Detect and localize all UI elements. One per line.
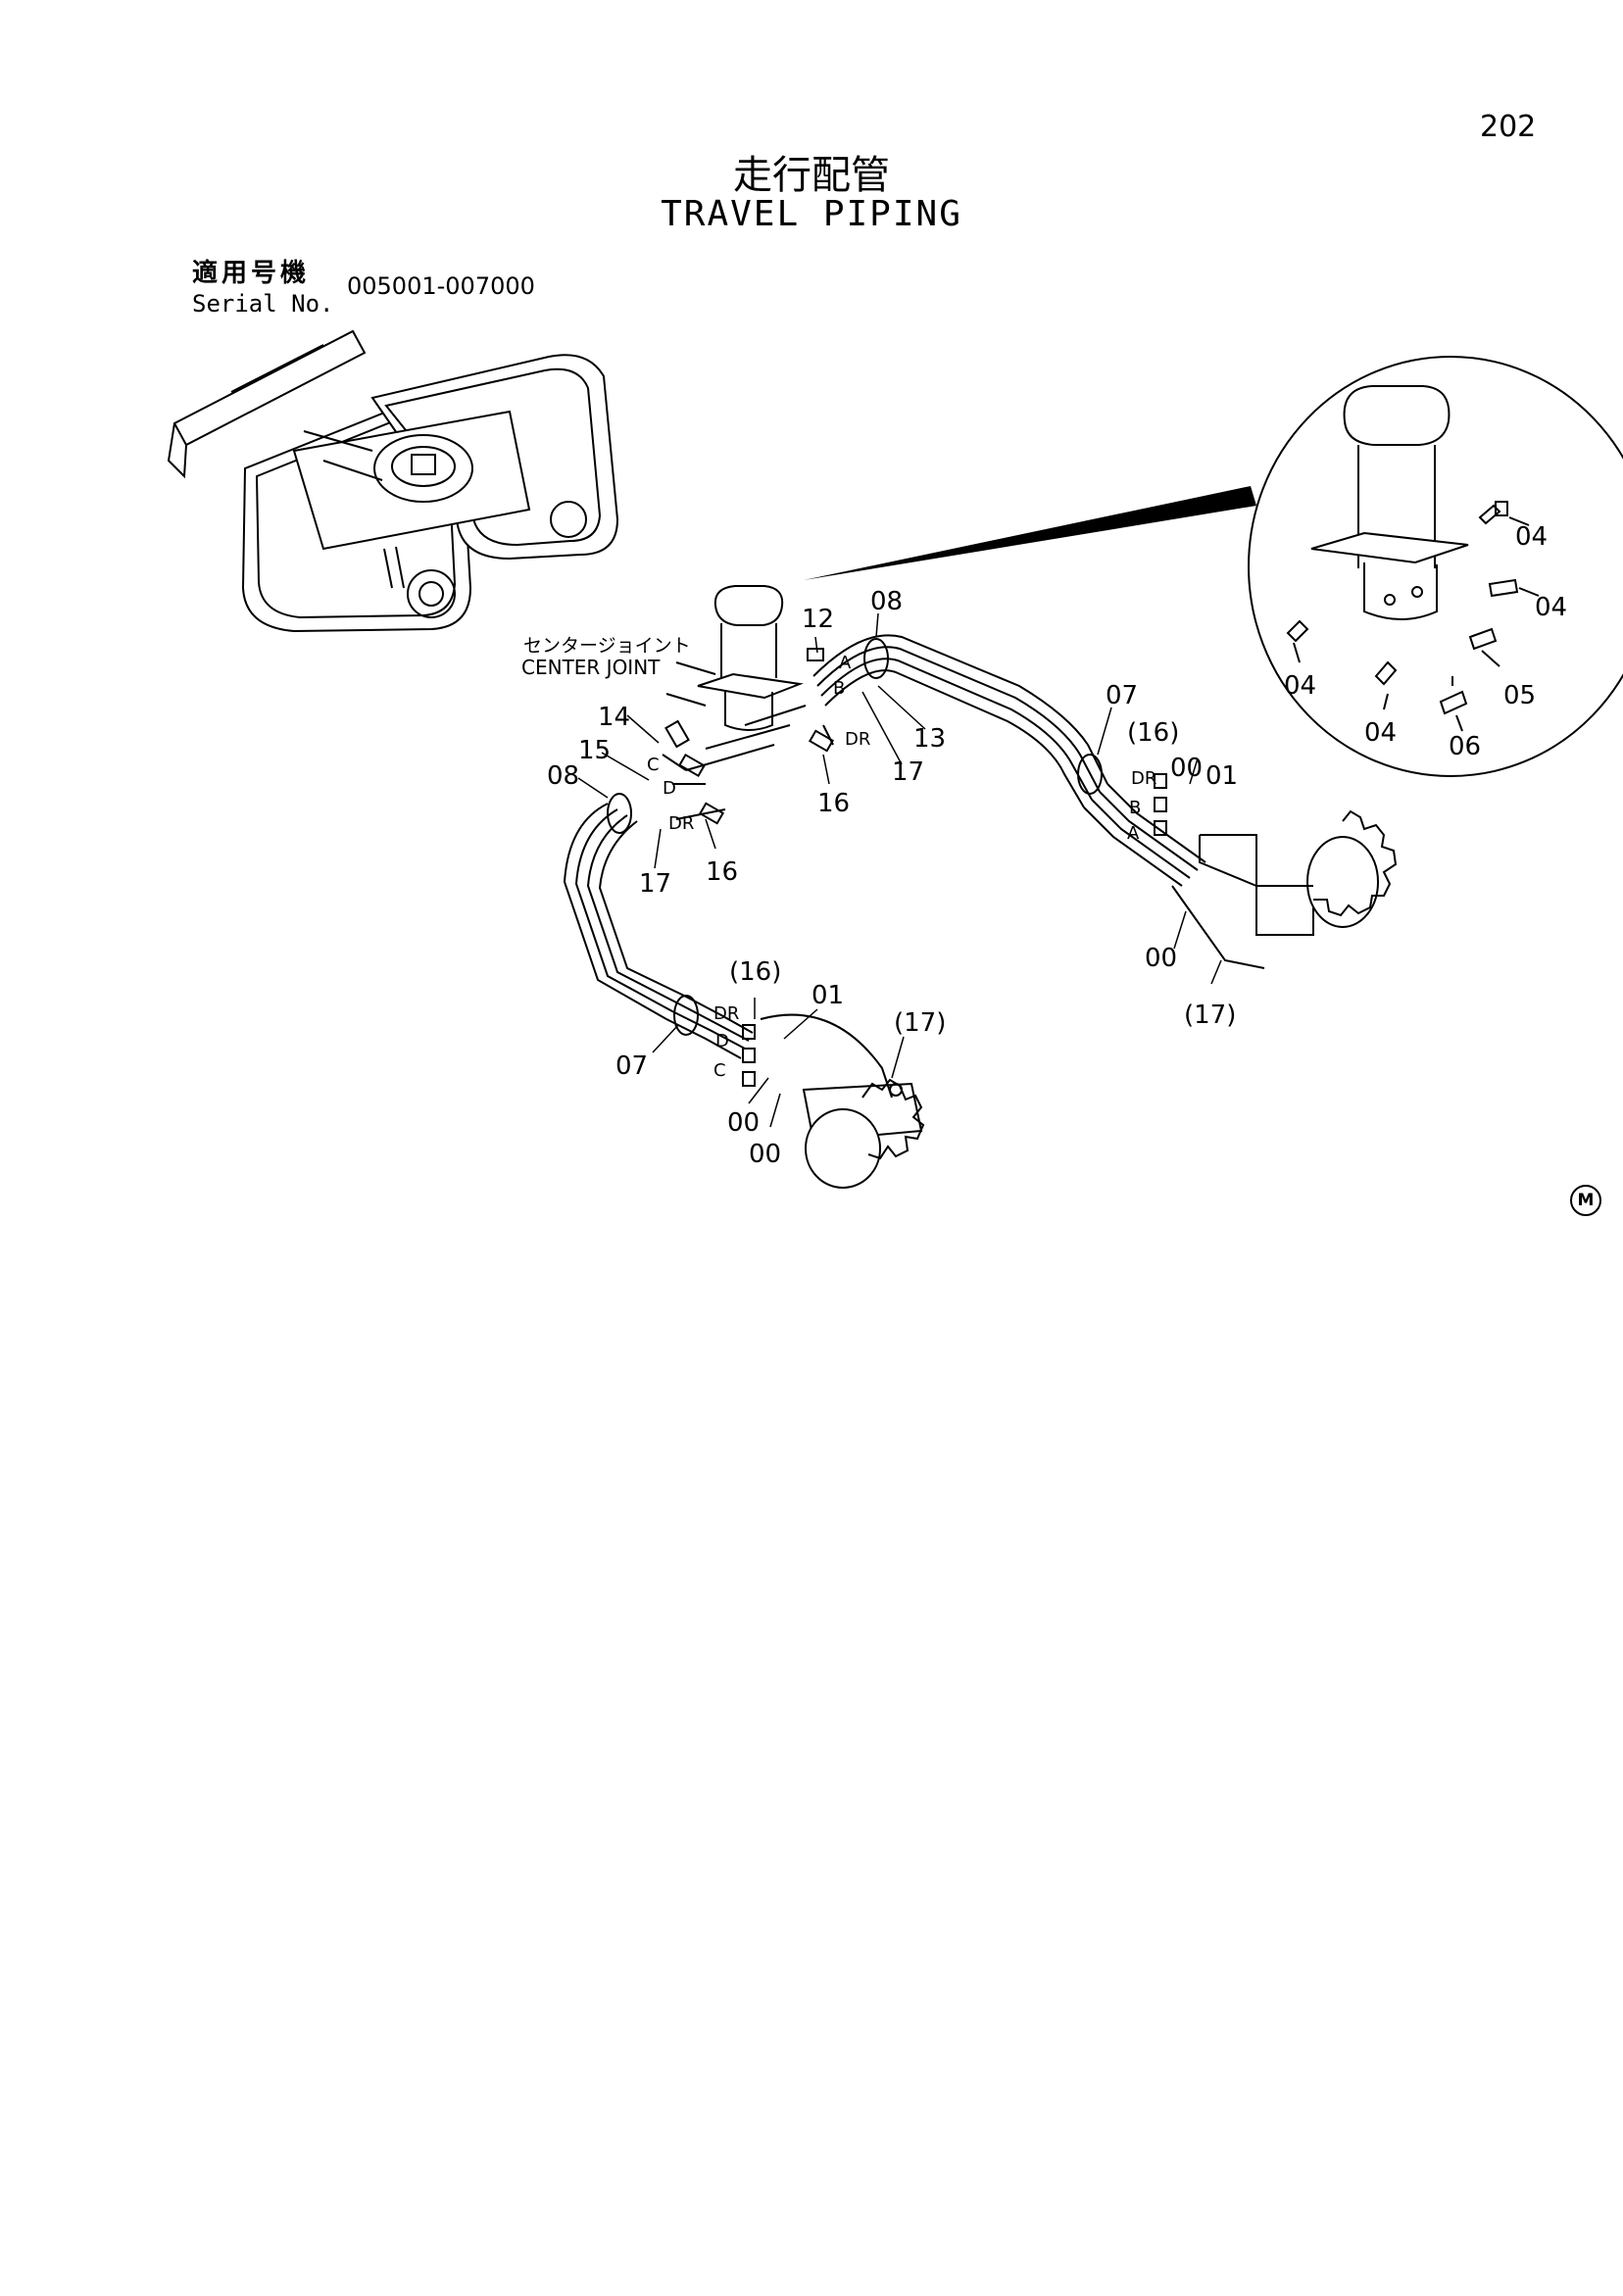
- leader-to-inset: [804, 486, 1256, 580]
- inset-label-04-b: 04: [1535, 593, 1567, 622]
- port-letter-a-right: A: [1127, 823, 1140, 844]
- port-letter-dr-left: DR: [668, 813, 694, 834]
- part-label-01-bottom: 01: [812, 981, 844, 1010]
- part-label-15: 15: [578, 736, 611, 765]
- port-letter-a-top: A: [839, 653, 852, 673]
- part-label-16-right: (16): [1127, 718, 1179, 748]
- part-label-17-b: 17: [639, 869, 671, 899]
- port-letters: A B DR C D DR DR B A DR D C: [647, 653, 1156, 1081]
- part-label-08-left: 08: [547, 761, 579, 791]
- part-label-01-right: 01: [1205, 761, 1238, 791]
- part-label-00-right-a: 00: [1170, 754, 1203, 783]
- page-number: 202: [1480, 110, 1537, 144]
- hose-bundle: [563, 634, 1265, 1099]
- right-travel-motor: [1199, 809, 1398, 936]
- part-label-00-bottom-b: 00: [749, 1140, 781, 1169]
- part-label-00-right-b: 00: [1145, 944, 1177, 973]
- part-label-17-right: (17): [1184, 1001, 1236, 1030]
- inset-label-06: 06: [1449, 732, 1481, 761]
- port-letter-dr-top: DR: [845, 729, 870, 750]
- part-label-17-bottom: (17): [894, 1008, 946, 1038]
- part-label-14: 14: [598, 703, 630, 732]
- part-label-13: 13: [913, 724, 946, 754]
- port-letter-d-left: D: [663, 778, 676, 799]
- part-label-08-top: 08: [870, 587, 903, 616]
- page-title-japanese: 走行配管: [733, 153, 890, 198]
- label-leaders: [577, 612, 1222, 1128]
- part-label-00-bottom-a: 00: [727, 1108, 760, 1138]
- part-label-17-a: 17: [892, 757, 924, 787]
- port-letter-c-left: C: [647, 755, 660, 775]
- left-travel-motor: [802, 1078, 925, 1189]
- part-label-16-bottom: (16): [729, 957, 781, 987]
- center-joint-label-japanese: センタージョイント: [523, 635, 691, 657]
- excavator-overview-illustration: [167, 329, 619, 633]
- inset-label-04-d: 04: [1364, 718, 1397, 748]
- part-number-labels: 12 08 14 15 08 13 17 16 17 16 07 (16) 00…: [547, 522, 1567, 1169]
- port-letter-dr-right: DR: [1131, 768, 1156, 789]
- inset-label-04-a: 04: [1515, 522, 1548, 552]
- page-title-english: TRAVEL PIPING: [661, 194, 962, 234]
- inset-detail: [1248, 356, 1623, 777]
- serial-number-range: 005001-007000: [347, 272, 535, 300]
- port-letter-b-top: B: [833, 678, 845, 699]
- manufacturer-mark: M: [1570, 1185, 1601, 1216]
- part-label-16-a: 16: [817, 789, 850, 818]
- center-joint-main: [665, 585, 804, 731]
- serial-label-japanese: 適用号機: [192, 259, 311, 288]
- part-label-07-bottom: 07: [615, 1051, 648, 1081]
- part-label-12: 12: [802, 605, 834, 634]
- part-label-16-b: 16: [706, 857, 738, 887]
- center-joint-label-english: CENTER JOINT: [521, 656, 661, 679]
- serial-label-english: Serial No.: [192, 290, 334, 318]
- port-letter-b-right: B: [1129, 798, 1141, 818]
- port-letter-dr-bottom: DR: [713, 1003, 739, 1024]
- port-letter-d-bottom: D: [715, 1031, 729, 1051]
- part-label-07-right: 07: [1106, 681, 1138, 710]
- port-letter-c-bottom: C: [713, 1060, 726, 1081]
- inset-label-05: 05: [1503, 681, 1536, 710]
- inset-label-04-c: 04: [1284, 671, 1316, 701]
